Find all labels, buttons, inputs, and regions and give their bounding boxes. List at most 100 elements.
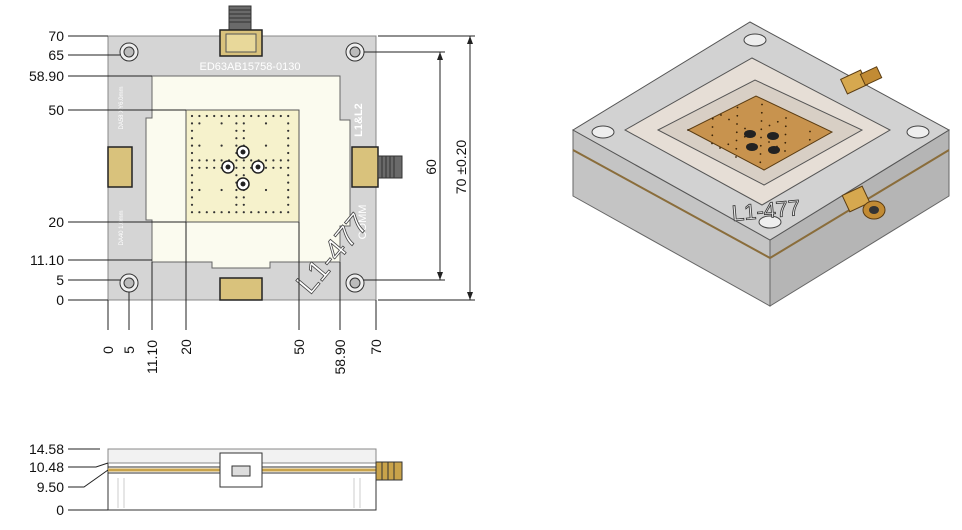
pad-dot (287, 137, 290, 140)
ydim-11-10: 11.10 (30, 252, 64, 268)
right-dimension-lines (364, 35, 475, 301)
ydim-65: 65 (48, 47, 64, 63)
center-vias (221, 145, 265, 191)
x-dimension-leaders (107, 222, 377, 330)
side-center-block (219, 452, 263, 488)
iso-gold-pad (686, 95, 834, 171)
pad-dot (242, 211, 245, 214)
ydim-58-90: 58.90 (29, 68, 64, 84)
xdim-50: 50 (291, 339, 307, 355)
pad-dot (264, 144, 268, 147)
part-number-text: ED63AB15758-0130 (200, 61, 301, 73)
pad-dot (235, 188, 238, 192)
pad-dot (287, 151, 290, 155)
pad-dot (264, 166, 268, 169)
side-dim-0: 0 (56, 502, 64, 518)
pad-dot (198, 122, 201, 125)
side-dim-10-48: 10.48 (29, 459, 64, 475)
pad-dot (190, 159, 194, 162)
iso-front-connector (841, 185, 886, 220)
pad-dot (287, 188, 290, 192)
pad-dot (190, 151, 194, 155)
left-text-top: DA58 XY6.0mm (119, 86, 125, 129)
pad-dot (190, 137, 194, 140)
side-label-l1l2: L1&L2 (353, 103, 365, 137)
pad-dot (198, 188, 201, 192)
pad-dot (272, 211, 275, 214)
iso-pad-dot (760, 120, 763, 122)
iso-pad-dot (735, 147, 738, 150)
side-dim-9-50: 9.50 (37, 479, 64, 495)
right-sma-connector (351, 146, 403, 188)
pad-dot (272, 114, 275, 118)
iso-right-connector (839, 66, 883, 95)
pad-dot (235, 144, 238, 147)
pad-area (185, 109, 300, 223)
pad-dot (235, 196, 238, 199)
pad-dot (220, 188, 223, 192)
xdim-11-10: 11.10 (144, 340, 160, 374)
iso-pad-dot (784, 141, 787, 144)
pad-dot (242, 122, 245, 125)
ydim-0: 0 (56, 292, 64, 308)
pad-dot (287, 144, 290, 147)
pad-dot (198, 144, 201, 147)
pad-dot (220, 144, 223, 147)
pad-dot (287, 129, 290, 132)
pad-dot (235, 159, 238, 162)
top-view: ED63AB15758-0130 L1&L2 DA58 XY6.0mm DA40… (29, 5, 475, 375)
iso-pad-dot (735, 139, 738, 142)
pad-dot (264, 114, 268, 118)
xdim-20: 20 (178, 339, 194, 355)
iso-pad-dot (759, 161, 762, 164)
iso-pad-dot (760, 128, 763, 131)
ydim-20: 20 (48, 214, 64, 230)
pad-dot (242, 196, 245, 199)
pad-dot (279, 114, 282, 118)
pad-dot (227, 211, 231, 214)
pad-dot (264, 159, 268, 162)
pad-dot (257, 114, 260, 118)
iso-pad-dot (728, 118, 730, 121)
pad-dot (190, 203, 194, 206)
iso-pad-dot (711, 126, 714, 128)
iso-pad-dot (760, 111, 763, 114)
pad-dot (190, 114, 194, 118)
pad-dot (264, 122, 268, 125)
pad-dot (242, 114, 245, 118)
xdim-58-90: 58.90 (332, 339, 348, 374)
iso-pad-dot (711, 142, 713, 145)
pad-dot (272, 166, 275, 169)
iso-pad-dot (776, 120, 779, 123)
iso-pad-dot (784, 133, 787, 136)
y-dimension-leaders (68, 35, 186, 301)
pad-dot (235, 203, 238, 206)
xdim-0: 0 (100, 346, 116, 354)
top-sma-connector (219, 5, 263, 57)
pad-dot (235, 174, 238, 177)
pad-dot (250, 159, 253, 162)
dim-60: 60 (423, 159, 439, 175)
pad-dot (242, 174, 245, 177)
pad-dot (242, 159, 245, 162)
pad-dot (213, 114, 216, 118)
pad-dot (279, 159, 282, 162)
pad-dot (220, 211, 223, 214)
iso-pad-dot (720, 114, 722, 116)
pad-dot (264, 211, 268, 214)
pad-dot (190, 144, 194, 147)
pad-dot (190, 122, 194, 125)
pad-dot (205, 211, 208, 214)
iso-pad-dot (736, 106, 739, 109)
iso-holes (591, 33, 930, 229)
iso-pad-dot (711, 117, 714, 120)
pad-dot (235, 114, 238, 118)
bottom-connector-box (219, 277, 263, 301)
iso-pad-dot (768, 141, 770, 143)
iso-pad-dot (735, 131, 738, 134)
pad-dot (279, 166, 282, 169)
pad-dot (227, 114, 231, 118)
pad-dot (287, 211, 290, 214)
pad-dot (235, 166, 238, 169)
